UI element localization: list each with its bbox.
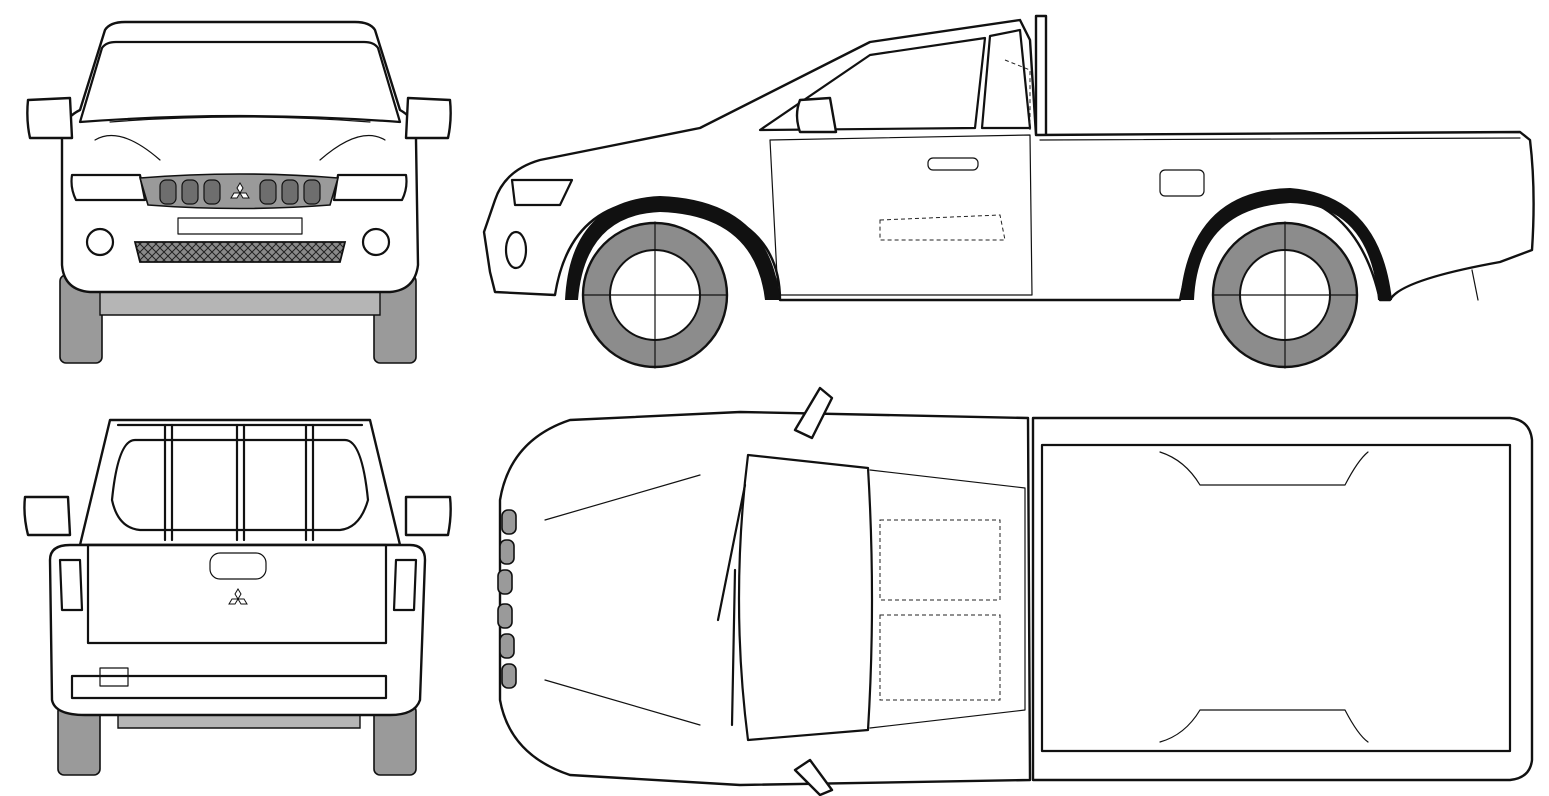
rear-left-mirror [23,495,72,537]
front-lower-grille [133,241,347,263]
top-left-mirror [793,386,834,440]
front-right-fog-light [361,227,391,257]
top-view [497,386,1534,796]
rear-left-tail-light [58,558,84,612]
top-bed [1031,416,1534,782]
top-grille [497,509,517,689]
front-underbody [99,289,381,316]
side-door-handle [927,157,979,171]
rear-bumper [70,674,388,700]
top-cab-body [498,410,1032,787]
rear-window [110,438,370,532]
side-fog-light [504,230,528,270]
side-front-arch [565,196,780,300]
rear-right-mirror [404,495,452,537]
front-right-mirror [404,96,452,140]
rear-view [23,418,452,776]
top-bed-floor [1040,443,1512,753]
rear-right-tail-light [392,558,418,612]
front-license-plate [177,217,303,235]
front-body [60,20,420,294]
front-left-fog-light [85,227,115,257]
rear-body [48,543,427,717]
front-windshield [78,40,402,124]
top-wiper-1 [716,483,747,622]
top-wiper-2 [730,568,737,727]
front-view [26,20,452,364]
side-headlight [510,178,574,207]
side-door [769,134,1033,296]
rear-hitch [99,667,129,687]
side-door-window [758,36,987,132]
side-mirror [795,96,838,134]
side-fuel-cap [1159,169,1205,197]
side-tow-hook [1471,269,1479,301]
rear-tailgate-handle [209,552,267,580]
rear-tailgate [86,543,388,645]
rear-roll-bars [116,423,364,542]
top-windshield [737,453,874,742]
front-left-mirror [26,96,74,140]
side-view [482,14,1535,369]
front-right-headlight [332,173,408,202]
side-rear-arch [1180,188,1392,300]
top-roof [869,469,1026,729]
top-right-mirror [793,758,834,796]
side-roll-bar [1034,14,1048,148]
front-left-headlight [70,173,147,202]
